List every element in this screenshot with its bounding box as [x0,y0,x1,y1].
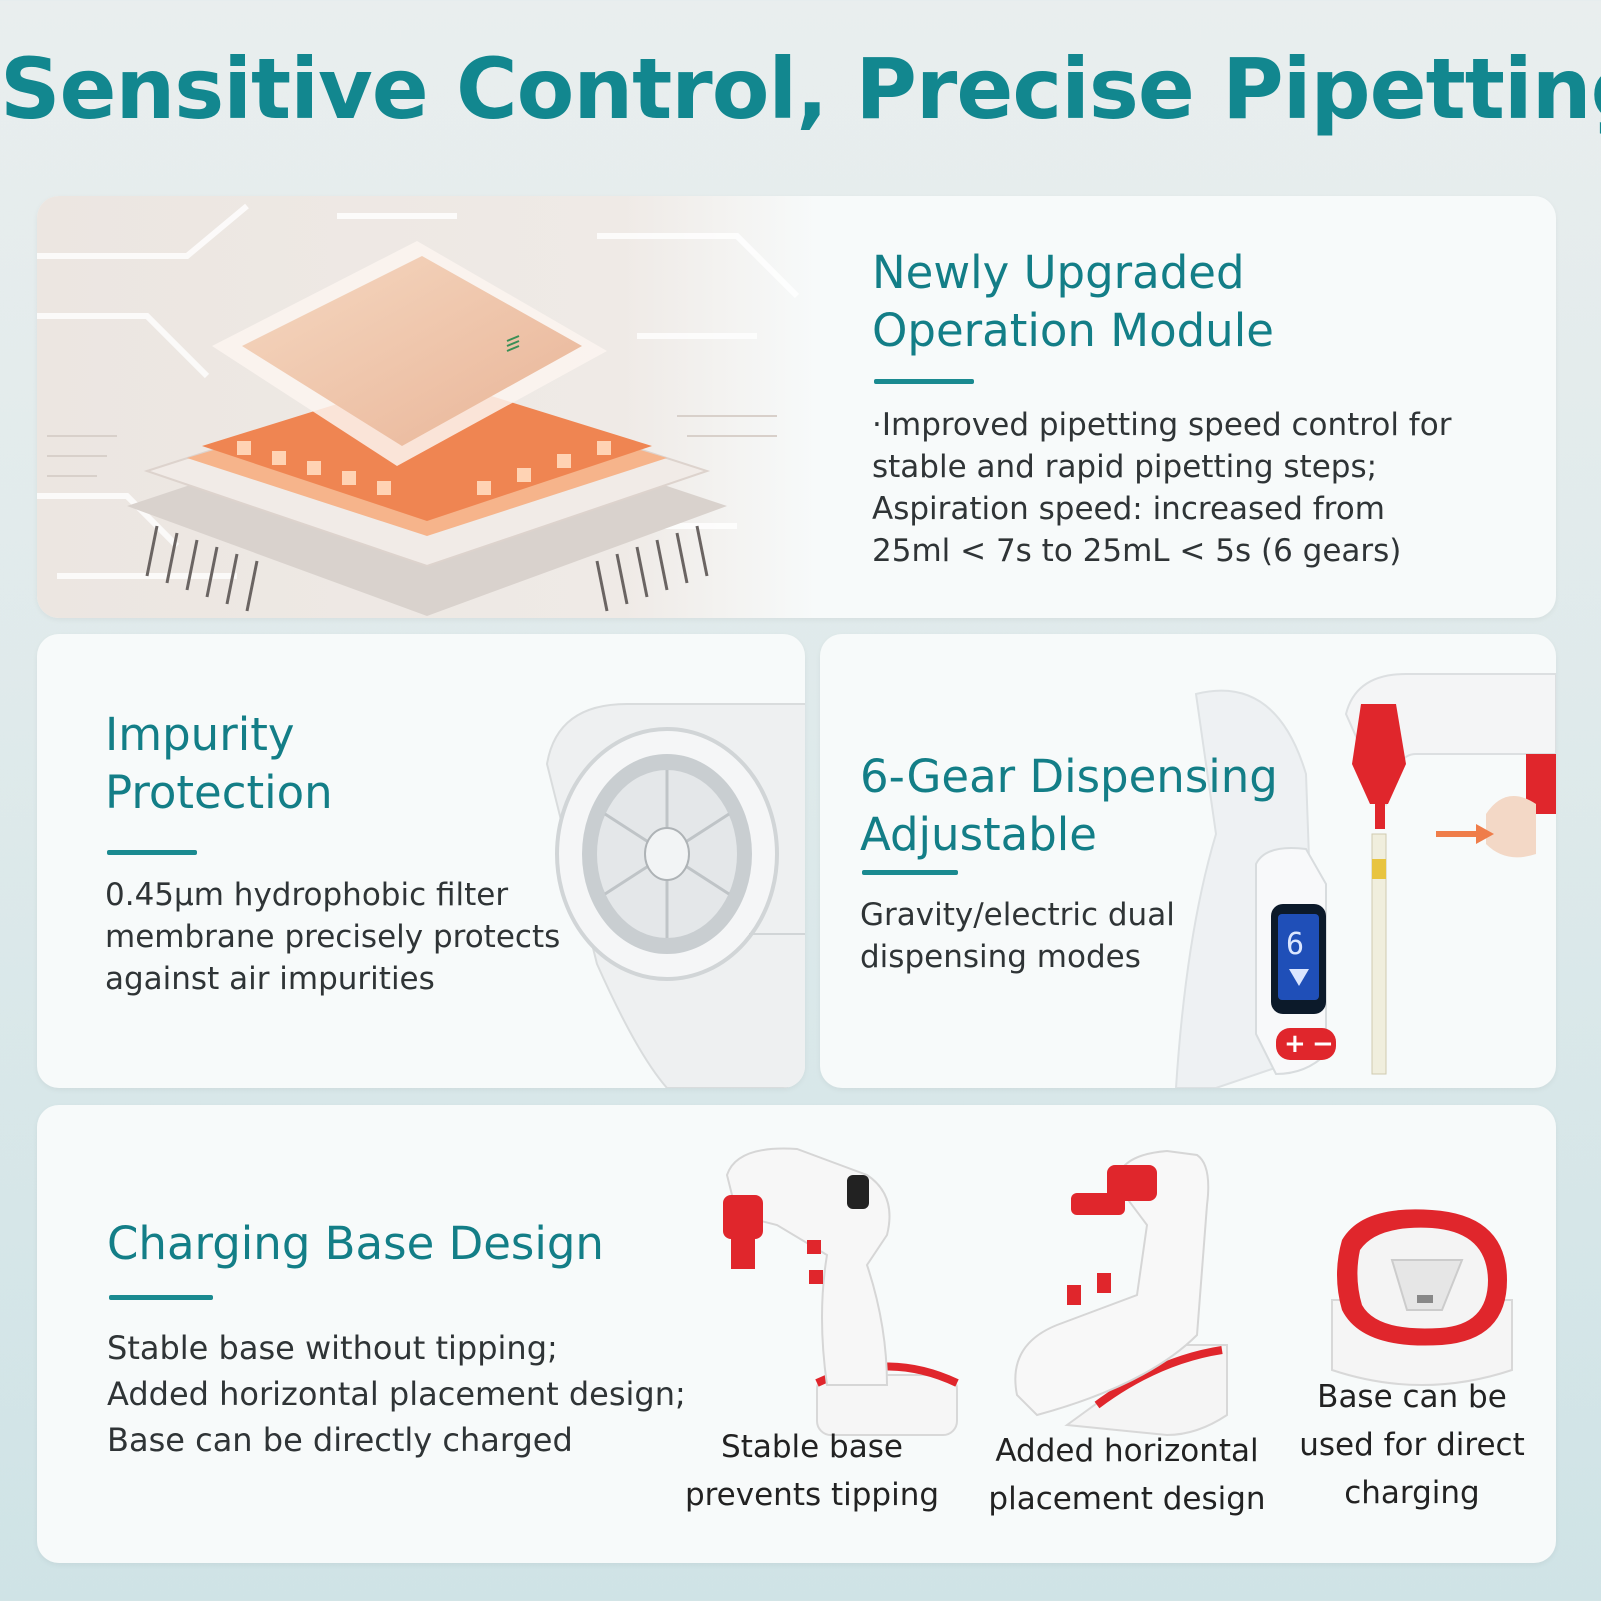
caption-direct-charging: Base can be used for direct charging [1299,1379,1525,1511]
chip-illustration [37,196,817,618]
charging-description: Stable base without tipping; Added horiz… [107,1329,686,1459]
impurity-description: 0.45μm hydrophobic filter membrane preci… [105,877,561,997]
gear-dispensing-card: 6 + − 6-Gear Dispensing Adjustable Gravi… [820,634,1556,1088]
impurity-heading-underline [107,850,197,855]
pipette-display-illustration: 6 + − [1174,673,1556,1088]
caption-horizontal-placement: Added horizontal placement design [988,1433,1266,1517]
svg-text:−: − [1312,1029,1334,1059]
charging-base-illustration [1331,1209,1513,1386]
caption-stable-base: Stable base prevents tipping [684,1429,940,1513]
pipette-horizontal-illustration [1014,1149,1228,1437]
charging-base-card: Charging Base Design Stable base without… [37,1105,1556,1563]
page-title: Sensitive Control, Precise Pipetting [0,40,1601,138]
gear-heading: 6-Gear Dispensing Adjustable [860,750,1278,861]
module-heading: Newly Upgraded Operation Module [872,246,1274,357]
filter-illustration [545,703,805,1088]
charging-heading-underline [109,1295,213,1300]
charging-heading: Charging Base Design [107,1217,604,1270]
pipette-on-base-illustration [723,1147,959,1436]
module-description: ·Improved pipetting speed control for st… [872,407,1452,569]
operation-module-card: Newly Upgraded Operation Module ·Improve… [37,196,1556,618]
gear-description: Gravity/electric dual dispensing modes [860,897,1175,975]
module-heading-underline [874,379,974,384]
gear-heading-underline [862,870,958,875]
gear-display-digit: 6 [1286,927,1304,962]
impurity-protection-card: Impurity Protection 0.45μm hydrophobic f… [37,634,805,1088]
impurity-heading: Impurity Protection [105,708,333,819]
svg-text:+: + [1284,1029,1306,1059]
